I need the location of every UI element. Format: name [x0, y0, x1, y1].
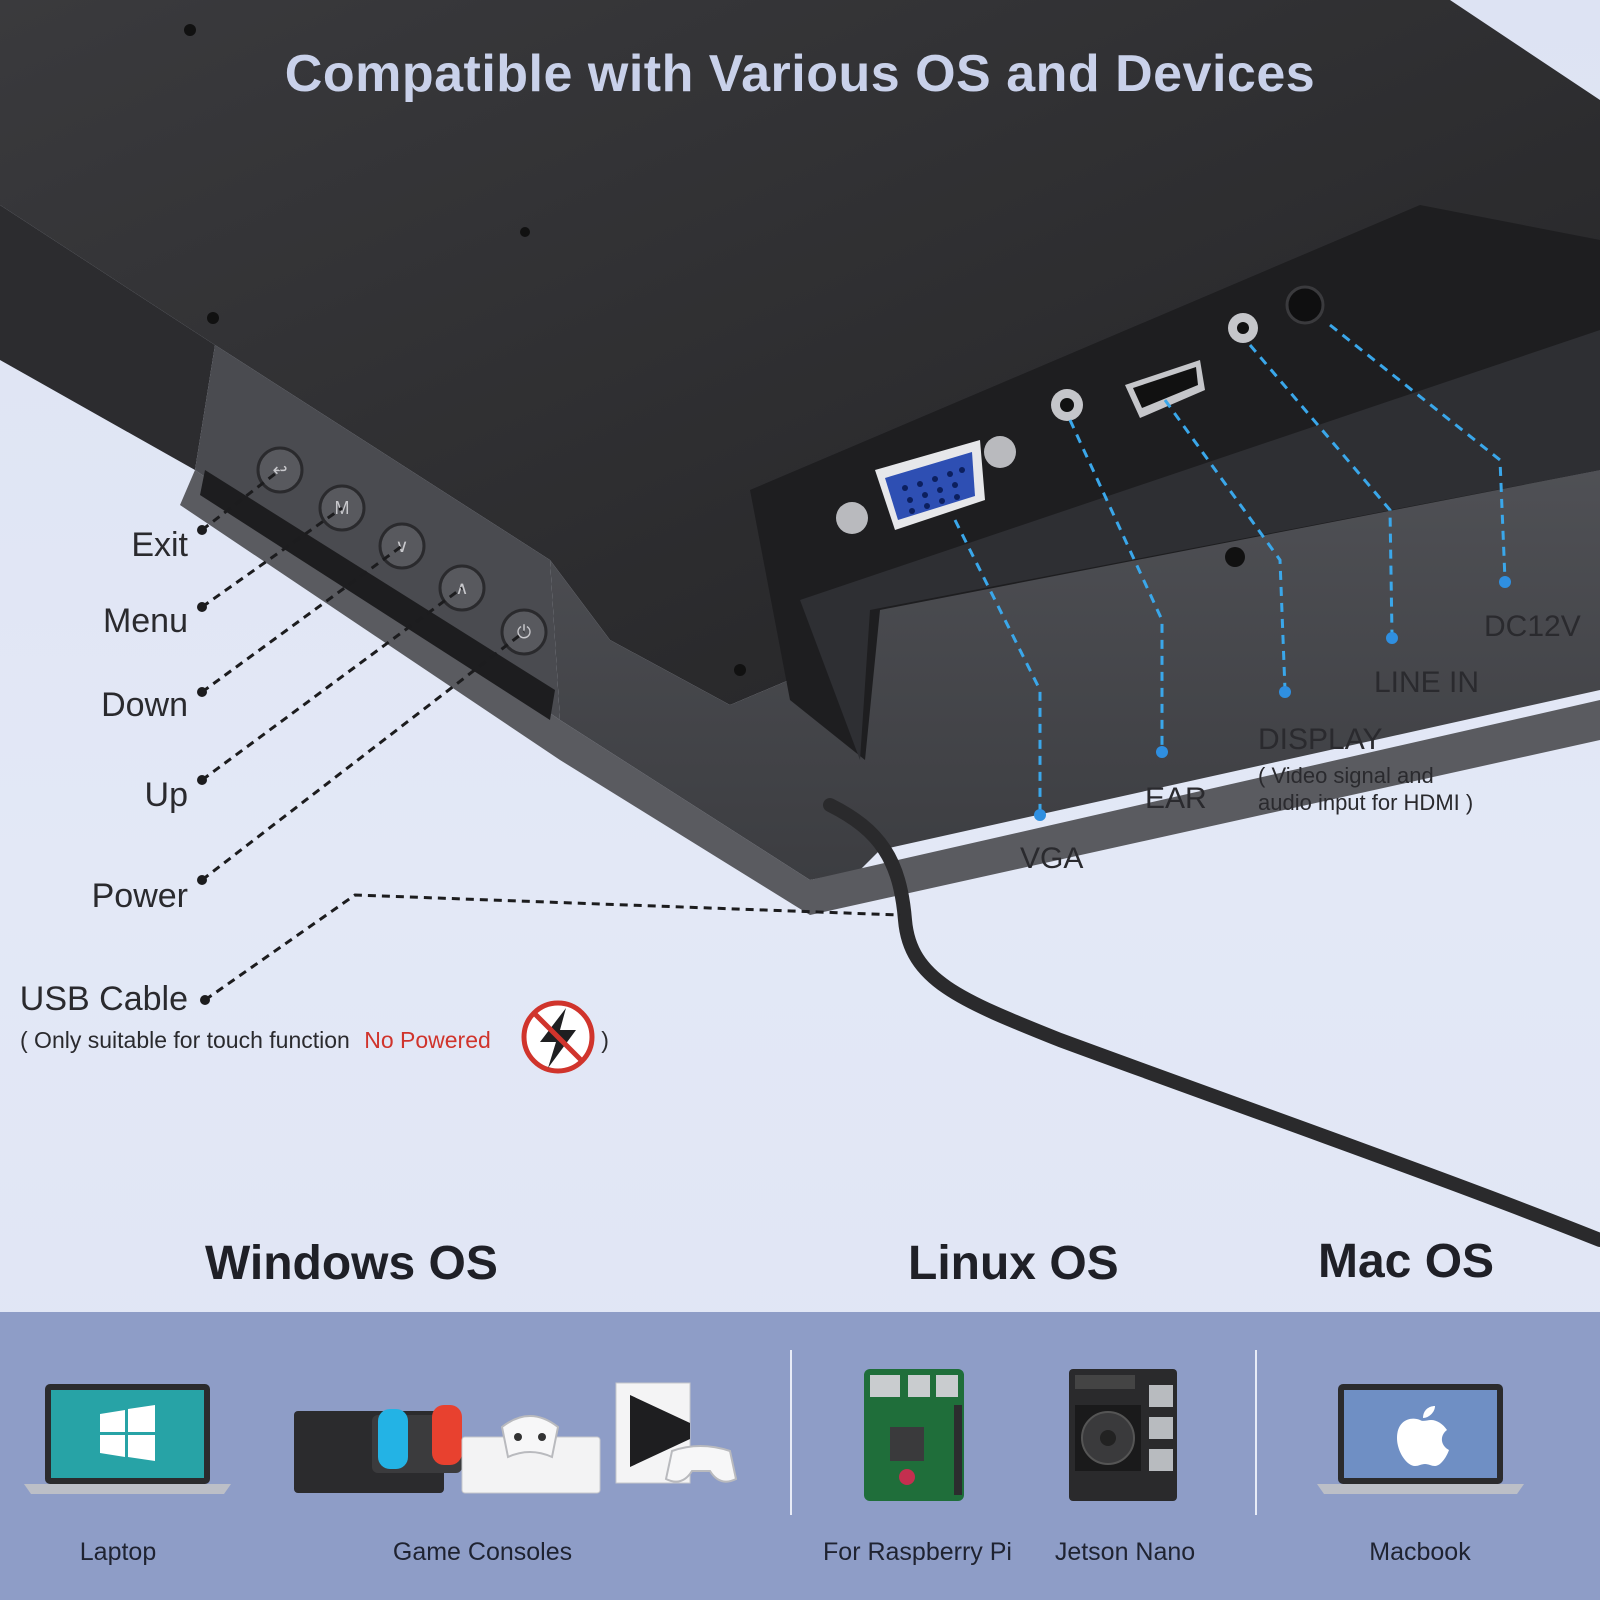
no-power-icon: [521, 1000, 595, 1074]
usb-cable: [823, 798, 1600, 1247]
jetson-nano-label: Jetson Nano: [1054, 1538, 1196, 1566]
nintendo-switch-icon: [294, 1405, 462, 1493]
usb-note-close: ): [601, 1027, 609, 1053]
page-title: Compatible with Various OS and Devices: [284, 45, 1316, 103]
game-consoles-label: Game Consoles: [392, 1538, 573, 1566]
ear-label: EAR: [1145, 782, 1207, 815]
windows-os-title: Windows OS: [205, 1237, 498, 1290]
device-band: [0, 1312, 1600, 1600]
menu-label: Menu: [102, 602, 188, 640]
windows-logo-icon: [100, 1405, 155, 1461]
playstation-console-icon: [615, 1382, 738, 1484]
dc12v-label: DC12V: [1484, 610, 1581, 643]
monitor-left-edge: [0, 205, 215, 470]
band-divider: [790, 1350, 792, 1515]
display-note-line2: audio input for HDMI ): [1258, 790, 1474, 815]
vga-label: VGA: [1020, 842, 1084, 875]
up-label: Up: [144, 776, 188, 814]
display-note-line1: ( Video signal and: [1258, 763, 1434, 788]
mac-os-title: Mac OS: [1318, 1235, 1495, 1288]
macbook-label: Macbook: [1369, 1538, 1471, 1566]
raspberry-pi-label: For Raspberry Pi: [823, 1538, 1012, 1566]
xbox-console-icon: [461, 1415, 601, 1494]
exit-label: Exit: [131, 526, 188, 564]
raspberry-pi-icon: [864, 1369, 964, 1501]
display-label: DISPLAY: [1258, 723, 1383, 756]
usb-cable-label: USB Cable: [19, 980, 188, 1018]
game-consoles-icon: [294, 1382, 738, 1494]
usb-note: ( Only suitable for touch function No Po…: [20, 1027, 609, 1054]
svg-text:∨: ∨: [395, 536, 408, 556]
usb-note-open: ( Only suitable for touch function: [20, 1027, 350, 1053]
line-in-label: LINE IN: [1374, 666, 1480, 699]
band-divider: [1255, 1350, 1257, 1515]
apple-logo-icon: [1397, 1406, 1449, 1466]
windows-laptop-icon: [24, 1384, 231, 1494]
screw-holes: [184, 24, 1245, 676]
usb-note-warning: No Powered: [364, 1027, 491, 1053]
power-label: Power: [91, 877, 188, 915]
monitor-side-face: [215, 345, 1600, 880]
dc-port: [1285, 285, 1325, 325]
macbook-icon: [1317, 1384, 1524, 1494]
down-label: Down: [101, 686, 188, 724]
vga-port: [836, 436, 1016, 534]
laptop-label: Laptop: [79, 1538, 157, 1566]
linux-os-title: Linux OS: [908, 1237, 1119, 1290]
jetson-nano-icon: [1069, 1369, 1177, 1501]
